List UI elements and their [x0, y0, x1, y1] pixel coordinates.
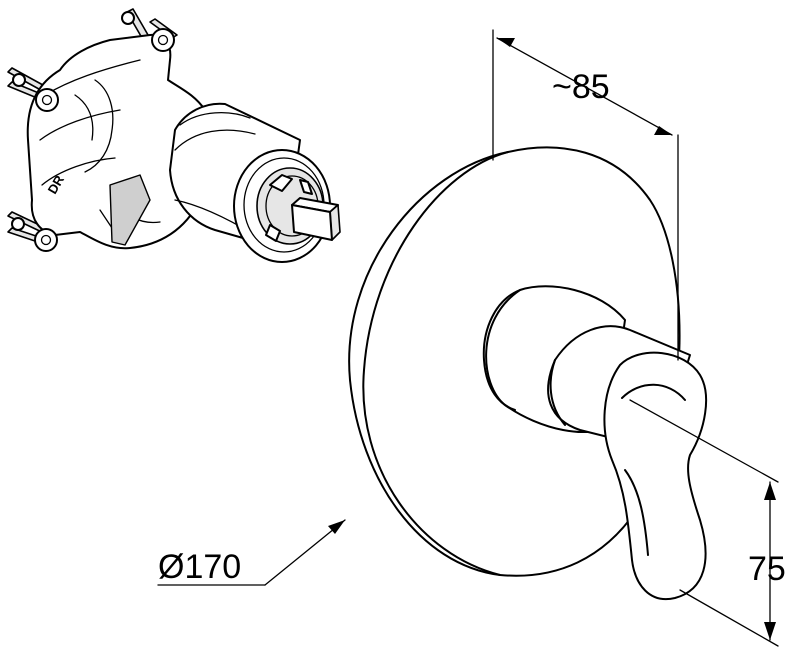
height-label: 75 [748, 550, 786, 588]
cartridge [169, 102, 341, 263]
rough-in-valve-body: DR [7, 8, 341, 263]
dimension-depth: ~85 [492, 29, 679, 361]
dimension-height: 75 [629, 399, 786, 647]
diameter-label: Ø170 [158, 548, 241, 586]
mounting-bosses [11, 11, 175, 252]
lever-handle [603, 351, 707, 601]
depth-label: ~85 [552, 68, 610, 106]
dimension-diameter: Ø170 [157, 519, 346, 586]
trim-assembly [348, 146, 707, 601]
